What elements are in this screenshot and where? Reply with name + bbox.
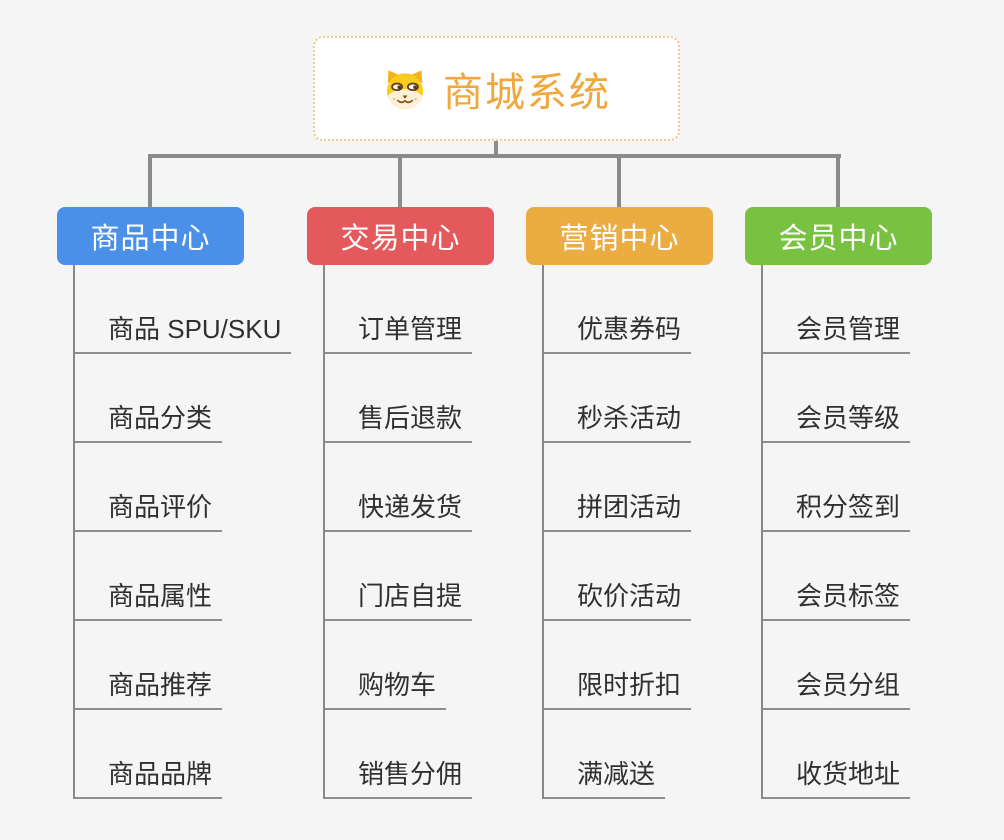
branch-body: 商品 SPU/SKU 商品分类 商品评价 商品属性 商品推荐 商品品牌 — [73, 265, 297, 799]
branch-header-member-center[interactable]: 会员中心 — [745, 207, 932, 265]
subitem-label[interactable]: 商品评价 — [75, 487, 223, 532]
dog-face-icon — [382, 67, 428, 111]
subitem-label[interactable]: 限时折扣 — [544, 665, 692, 710]
subitem-label[interactable]: 拼团活动 — [544, 487, 692, 532]
subitem-label[interactable]: 会员等级 — [763, 398, 911, 443]
branch-body: 优惠券码 秒杀活动 拼团活动 砍价活动 限时折扣 满减送 — [542, 265, 766, 799]
connector-bus — [148, 154, 841, 158]
subitem-label[interactable]: 商品推荐 — [75, 665, 223, 710]
subitem: 销售分佣 — [325, 710, 547, 799]
branch-product-center: 商品中心 商品 SPU/SKU 商品分类 商品评价 商品属性 商品推荐 商品品牌 — [57, 207, 297, 799]
subitem: 拼团活动 — [544, 443, 766, 532]
subitem-label[interactable]: 会员分组 — [763, 665, 911, 710]
subitem: 积分签到 — [763, 443, 985, 532]
subitem: 快递发货 — [325, 443, 547, 532]
subitem-label[interactable]: 门店自提 — [325, 576, 473, 621]
subitem-label[interactable]: 会员标签 — [763, 576, 911, 621]
branch-header-marketing-center[interactable]: 营销中心 — [526, 207, 713, 265]
root-node[interactable]: 商城系统 — [313, 36, 680, 141]
subitem-label[interactable]: 商品品牌 — [75, 754, 223, 799]
subitem-label[interactable]: 秒杀活动 — [544, 398, 692, 443]
subitem: 收货地址 — [763, 710, 985, 799]
root-title: 商城系统 — [443, 70, 611, 115]
subitem: 订单管理 — [325, 265, 547, 354]
subitem-label[interactable]: 砍价活动 — [544, 576, 692, 621]
branch-marketing-center: 营销中心 优惠券码 秒杀活动 拼团活动 砍价活动 限时折扣 满减送 — [526, 207, 766, 799]
subitem: 商品属性 — [75, 532, 297, 621]
subitem: 售后退款 — [325, 354, 547, 443]
branch-header-product-center[interactable]: 商品中心 — [57, 207, 244, 265]
subitem-label[interactable]: 商品属性 — [75, 576, 223, 621]
subitem-label[interactable]: 积分签到 — [763, 487, 911, 532]
subitem: 限时折扣 — [544, 621, 766, 710]
subitem-label[interactable]: 售后退款 — [325, 398, 473, 443]
subitem: 秒杀活动 — [544, 354, 766, 443]
subitem: 购物车 — [325, 621, 547, 710]
subitem: 商品 SPU/SKU — [75, 265, 297, 354]
subitem-label[interactable]: 商品 SPU/SKU — [75, 309, 292, 354]
subitem-label[interactable]: 商品分类 — [75, 398, 223, 443]
subitem: 商品分类 — [75, 354, 297, 443]
connector-drop-3 — [617, 154, 621, 209]
branch-body: 订单管理 售后退款 快递发货 门店自提 购物车 销售分佣 — [323, 265, 547, 799]
branch-member-center: 会员中心 会员管理 会员等级 积分签到 会员标签 会员分组 收货地址 — [745, 207, 985, 799]
subitem: 满减送 — [544, 710, 766, 799]
subitem-label[interactable]: 购物车 — [325, 665, 447, 710]
connector-root-stem — [494, 140, 498, 158]
subitem: 砍价活动 — [544, 532, 766, 621]
connector-drop-4 — [836, 154, 840, 209]
subitem: 门店自提 — [325, 532, 547, 621]
subitem-label[interactable]: 订单管理 — [325, 309, 473, 354]
subitem: 会员分组 — [763, 621, 985, 710]
subitem: 会员等级 — [763, 354, 985, 443]
subitem: 会员管理 — [763, 265, 985, 354]
connector-drop-1 — [148, 154, 152, 209]
subitem: 商品评价 — [75, 443, 297, 532]
subitem-label[interactable]: 快递发货 — [325, 487, 473, 532]
subitem-label[interactable]: 优惠券码 — [544, 309, 692, 354]
subitem: 会员标签 — [763, 532, 985, 621]
connector-drop-2 — [398, 154, 402, 209]
subitem-label[interactable]: 收货地址 — [763, 754, 911, 799]
subitem-label[interactable]: 满减送 — [544, 754, 666, 799]
subitem: 优惠券码 — [544, 265, 766, 354]
subitem: 商品品牌 — [75, 710, 297, 799]
subitem-label[interactable]: 销售分佣 — [325, 754, 473, 799]
branch-header-trade-center[interactable]: 交易中心 — [307, 207, 494, 265]
branch-body: 会员管理 会员等级 积分签到 会员标签 会员分组 收货地址 — [761, 265, 985, 799]
subitem: 商品推荐 — [75, 621, 297, 710]
branch-trade-center: 交易中心 订单管理 售后退款 快递发货 门店自提 购物车 销售分佣 — [307, 207, 547, 799]
subitem-label[interactable]: 会员管理 — [763, 309, 911, 354]
